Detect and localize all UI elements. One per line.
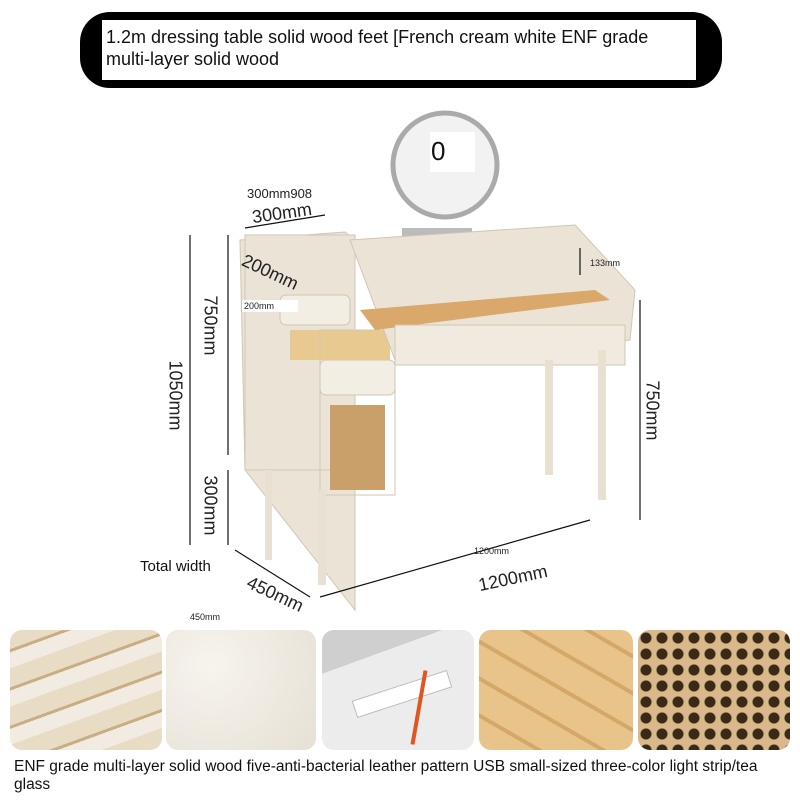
right-height: 750mm	[642, 380, 663, 441]
width-small: 1200mm	[474, 546, 510, 556]
dimension-lines	[189, 214, 641, 598]
thumb-light-strip-drawer	[479, 630, 633, 750]
rattan-door	[330, 405, 385, 490]
dressing-table-illustration	[189, 110, 641, 612]
thumb-usb-socket	[322, 630, 474, 750]
depth-450-small: 450mm	[190, 612, 221, 622]
total-width-label: Total width	[140, 558, 211, 575]
leg	[265, 470, 272, 560]
usb-strip-icon	[351, 669, 453, 719]
lower-drawer	[319, 359, 396, 396]
thumb-rattan	[638, 630, 790, 750]
total-height: 1050mm	[165, 360, 186, 431]
page-title: 1.2m dressing table solid wood feet [Fre…	[106, 27, 649, 69]
left-lower-height: 300mm	[200, 475, 221, 536]
thumb-leather-pattern	[166, 630, 316, 750]
leg	[598, 350, 606, 500]
top-width-label: 300mm908	[247, 186, 313, 201]
shelf-height: 133mm	[590, 258, 621, 268]
cabinet-outline	[319, 329, 396, 496]
leg	[318, 490, 326, 585]
lit-tray	[290, 330, 390, 360]
thumb-multilayer-wood	[10, 630, 162, 750]
leg	[545, 360, 553, 475]
left-upper-height: 750mm	[200, 295, 221, 356]
mirror-arm	[402, 228, 472, 238]
glass-tray	[360, 290, 610, 330]
title-box: 1.2m dressing table solid wood feet [Fre…	[102, 20, 696, 80]
depth-small: 200mm	[242, 300, 298, 312]
mirror-badge: 0	[430, 132, 475, 172]
feature-caption: ENF grade multi-layer solid wood five-an…	[14, 758, 758, 793]
desk-drawer	[394, 324, 626, 366]
